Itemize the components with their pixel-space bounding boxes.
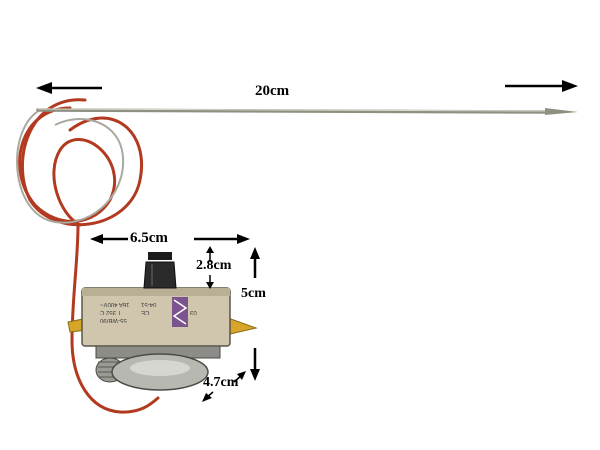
model-marking: 55-WB/90	[100, 317, 127, 323]
arrow-icon	[505, 80, 578, 92]
arrow-icon	[206, 246, 214, 289]
manufacturer-logo-icon	[172, 297, 188, 327]
body-depth-label: 4.7cm	[203, 375, 239, 390]
arrow-icon	[90, 234, 128, 244]
code-marking: 03	[190, 309, 197, 315]
arrow-icon	[250, 247, 260, 381]
arrow-icon	[194, 234, 250, 244]
arrow-icon	[36, 82, 102, 94]
date-marking: 04-51	[141, 301, 157, 307]
body-height-label: 5cm	[241, 286, 266, 301]
shaft-height-label: 2.8cm	[196, 258, 232, 273]
dimension-arrows	[36, 80, 578, 402]
ce-marking: CE	[141, 309, 150, 315]
temperature-marking: T 352 C	[100, 309, 122, 315]
probe-rod	[36, 108, 578, 115]
silver-wire	[16, 109, 125, 224]
body-width-label: 6.5cm	[130, 230, 168, 246]
rating-marking: 16A 400V~	[100, 301, 130, 307]
thermostat-body	[67, 252, 258, 391]
arrow-icon	[202, 371, 246, 402]
probe-length-label: 20cm	[255, 83, 290, 99]
